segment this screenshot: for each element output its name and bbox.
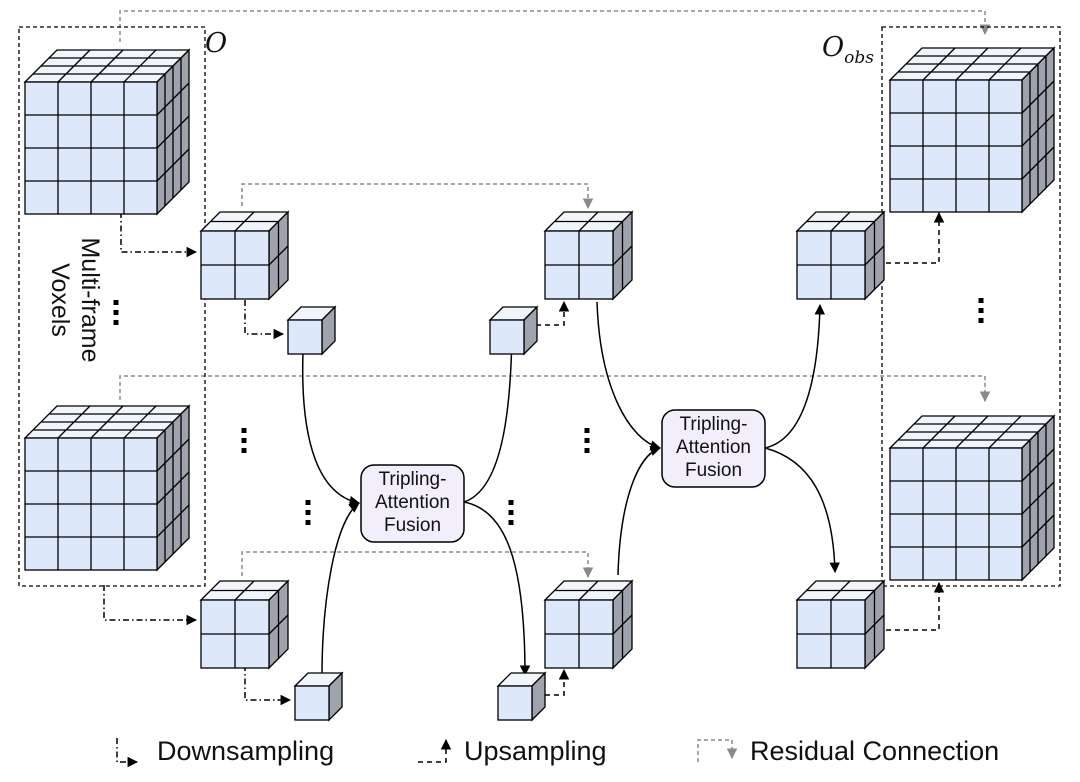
decoder-top-l1 bbox=[795, 210, 886, 301]
upsample-mid-top bbox=[536, 300, 570, 326]
dots-encoder-l2 bbox=[305, 500, 311, 525]
mid-top-l2 bbox=[488, 305, 539, 356]
dots-mid-l1 bbox=[584, 428, 590, 453]
output-frames-box bbox=[881, 26, 1061, 587]
upsample-right-top bbox=[886, 211, 945, 264]
legend: Downsampling Upsampling Residual Connect… bbox=[116, 736, 999, 768]
output-voxel-bottom bbox=[888, 414, 1056, 582]
curve-in-top-1 bbox=[301, 351, 361, 507]
fusion-block-1-line3: Fusion bbox=[384, 515, 441, 536]
residual-mid-top bbox=[241, 183, 594, 210]
fusion-block-2-line2: Attention bbox=[676, 437, 751, 458]
mid-bottom-l2 bbox=[496, 671, 547, 722]
output-voxel-top bbox=[888, 46, 1056, 214]
dots-mid-l2 bbox=[508, 500, 514, 525]
encoder-top-l1 bbox=[199, 210, 290, 301]
fusion-block-2-line3: Fusion bbox=[685, 460, 742, 481]
curve-in-bottom-2 bbox=[617, 445, 662, 576]
residual-top bbox=[119, 10, 991, 42]
downsample-top-2 bbox=[244, 300, 285, 340]
upsample-right-bottom bbox=[886, 581, 945, 631]
fusion-connections bbox=[301, 301, 840, 677]
legend-upsampling-label: Upsampling bbox=[464, 736, 607, 766]
legend-residual-label: Residual Connection bbox=[750, 736, 999, 766]
legend-residual: Residual Connection bbox=[697, 736, 999, 766]
input-symbol-label: O bbox=[205, 28, 227, 59]
residual-legend-icon bbox=[697, 739, 738, 762]
fusion-block-2: Tripling- Attention Fusion bbox=[661, 409, 766, 488]
residual-lower bbox=[119, 375, 991, 403]
curve-in-bottom-1 bbox=[321, 502, 360, 677]
downsample-bottom-2 bbox=[244, 665, 292, 706]
voxel-frame-groups bbox=[18, 26, 1061, 587]
multiframe-voxels-label: Multi-frame Voxels bbox=[46, 237, 104, 362]
downsample-bottom-1 bbox=[103, 585, 198, 626]
legend-upsampling: Upsampling bbox=[418, 736, 607, 766]
curve-in-top-2 bbox=[596, 301, 662, 451]
fusion-block-1: Tripling- Attention Fusion bbox=[360, 464, 465, 543]
downsampling-legend-icon bbox=[116, 738, 139, 768]
multiframe-label-line2: Voxels bbox=[46, 263, 74, 337]
fusion-block-1-line2: Attention bbox=[375, 492, 450, 513]
dots-encoder-l1 bbox=[241, 428, 247, 453]
input-voxel-top bbox=[23, 48, 191, 216]
curve-out-top-2 bbox=[764, 303, 826, 449]
encoder-bottom-l2 bbox=[293, 671, 344, 722]
residual-mid-bottom bbox=[241, 551, 594, 579]
dots-output bbox=[978, 298, 984, 323]
multiframe-label-line1: Multi-frame bbox=[76, 237, 104, 362]
voxel-cubes bbox=[23, 46, 1056, 722]
upsampling-legend-icon bbox=[418, 738, 452, 763]
fusion-block-1-line1: Tripling- bbox=[379, 469, 447, 490]
encoder-top-l2 bbox=[286, 305, 337, 356]
input-frames-box bbox=[18, 26, 206, 587]
fusion-block-2-line1: Tripling- bbox=[680, 414, 748, 435]
legend-downsampling: Downsampling bbox=[116, 736, 334, 768]
encoder-bottom-l1 bbox=[199, 579, 290, 670]
input-voxel-bottom bbox=[23, 404, 191, 572]
downsample-top-1 bbox=[120, 212, 198, 258]
output-symbol-label: Oobs bbox=[822, 32, 874, 68]
legend-downsampling-label: Downsampling bbox=[157, 736, 334, 766]
mid-top-l1 bbox=[543, 210, 634, 301]
curve-out-bottom-2 bbox=[764, 447, 840, 574]
output-symbol-main: O bbox=[822, 32, 844, 63]
ellipsis-dots bbox=[113, 298, 984, 525]
curve-out-bottom-1 bbox=[463, 501, 531, 677]
output-symbol-subscript: obs bbox=[844, 48, 874, 68]
dots-input bbox=[113, 300, 119, 325]
mid-bottom-l1 bbox=[543, 579, 634, 670]
decoder-bottom-l1 bbox=[795, 579, 886, 670]
